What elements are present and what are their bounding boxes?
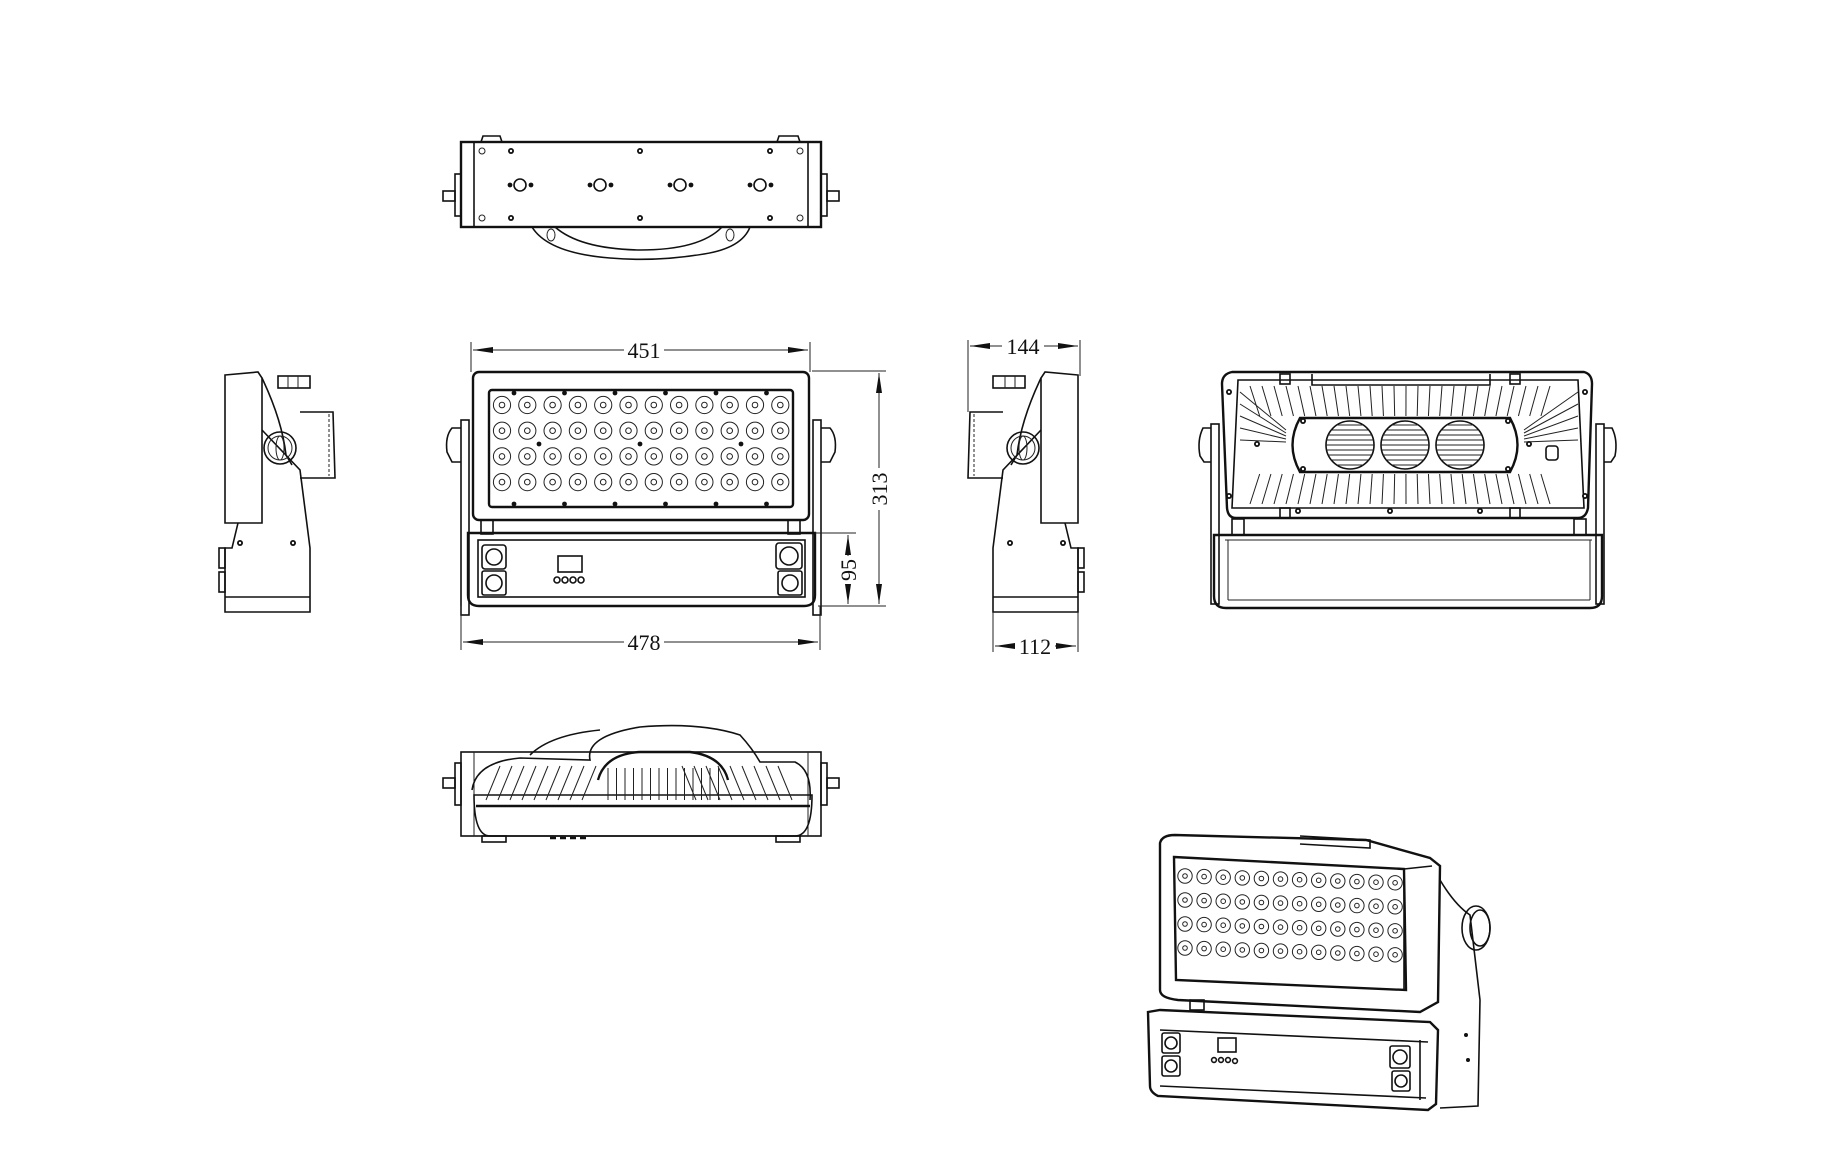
dimension-base-depth: 112 [992,612,1079,659]
right-side-view [967,371,1085,613]
bottom-view [442,724,840,843]
dimension-overall-width: 478 [460,606,821,655]
left-side-view [218,371,336,613]
isometric-view [1146,833,1491,1112]
heatsink-fins [1239,385,1579,505]
display-screen [557,555,583,573]
power-out-connector [775,542,803,596]
iso-led-array [1177,868,1403,963]
front-view [445,370,837,616]
control-buttons [553,576,585,584]
led-array [492,390,790,507]
svg-text:451: 451 [628,338,661,363]
dimension-overall-height: 313 [812,370,892,607]
svg-text:112: 112 [1019,634,1051,659]
power-in-connector [481,544,507,596]
bottom-heatsink-fins [485,765,793,801]
svg-text:478: 478 [628,630,661,655]
dimension-head-width: 451 [470,338,811,372]
svg-text:144: 144 [1007,334,1040,359]
rear-view [1198,370,1617,610]
cooling-fans [1325,420,1485,470]
svg-text:313: 313 [867,473,892,506]
iso-connectors [1161,1032,1411,1092]
svg-text:95: 95 [836,559,861,581]
dimension-overall-depth: 144 [967,334,1081,412]
dimension-base-height: 95 [815,532,861,604]
top-view [442,135,840,261]
